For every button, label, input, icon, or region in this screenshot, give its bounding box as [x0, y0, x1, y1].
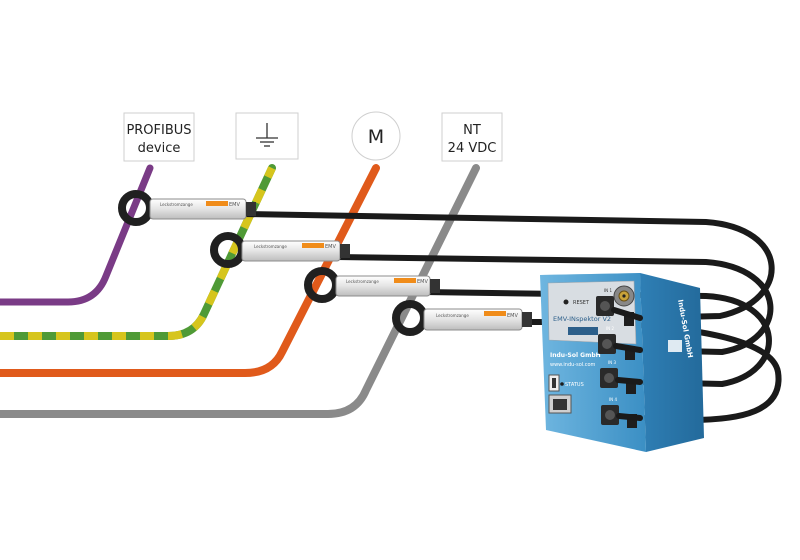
- bnc-connector: [613, 285, 635, 307]
- nt-24vdc-label: NT 24 VDC: [441, 112, 503, 162]
- nt-label-line2: 24 VDC: [448, 141, 497, 156]
- motor-label: M: [351, 111, 401, 161]
- input-port-1-label: IN 1: [604, 288, 612, 293]
- clamp-3-brand: Leckstromzange: [346, 279, 379, 284]
- profibus-label-line1: PROFIBUS: [126, 123, 191, 138]
- clamp-2-brand: Leckstromzange: [254, 244, 287, 249]
- nt-label-line1: NT: [463, 123, 481, 138]
- company-name: Indu-Sol GmbH: [550, 352, 601, 359]
- current-clamp-2: Leckstromzange EMV: [210, 232, 350, 268]
- power-cable: [0, 164, 480, 418]
- device-name: EMV-INspektor V2: [553, 315, 611, 323]
- input-port-1: IN 1: [596, 288, 614, 316]
- clamp-1-brand: Leckstromzange: [160, 202, 193, 207]
- profibus-device-label: PROFIBUS device: [123, 112, 195, 162]
- ground-icon: [256, 123, 278, 147]
- status-label: STATUS: [565, 382, 584, 388]
- motor-cable: [0, 164, 380, 377]
- current-clamp-3: Leckstromzange EMV: [304, 267, 440, 303]
- ground-label: [235, 112, 299, 160]
- device-cable-ends: [611, 307, 643, 421]
- company-website: www.indu-sol.com: [550, 362, 596, 368]
- usb-port: [548, 374, 560, 392]
- clamp-4-model: EMV: [507, 313, 518, 319]
- input-port-2: IN 2: [598, 326, 616, 354]
- input-port-2-label: IN 2: [606, 326, 614, 331]
- current-clamp-1: Leckstromzange EMV: [118, 190, 256, 226]
- reset-label: RESET: [573, 300, 590, 306]
- clamp-2-model: EMV: [325, 244, 336, 250]
- current-clamp-4: Leckstromzange EMV: [392, 300, 532, 336]
- clamp-3-model: EMV: [417, 279, 428, 285]
- profibus-label-line2: device: [138, 141, 181, 156]
- motor-label-text: M: [368, 126, 384, 148]
- emv-inspektor-device: RESET EMV-INspektor V2 Indu-Sol GmbH www…: [540, 273, 704, 452]
- profibus-cable: [0, 164, 154, 306]
- ground-cable: [0, 164, 276, 340]
- clamp-4-brand: Leckstromzange: [436, 313, 469, 318]
- clamp-1-model: EMV: [229, 202, 240, 208]
- input-port-3: IN 3: [600, 360, 618, 388]
- ethernet-port: [548, 394, 572, 414]
- input-port-4-label: IN 4: [609, 397, 617, 402]
- input-port-3-label: IN 3: [608, 360, 616, 365]
- input-port-4: IN 4: [601, 397, 619, 425]
